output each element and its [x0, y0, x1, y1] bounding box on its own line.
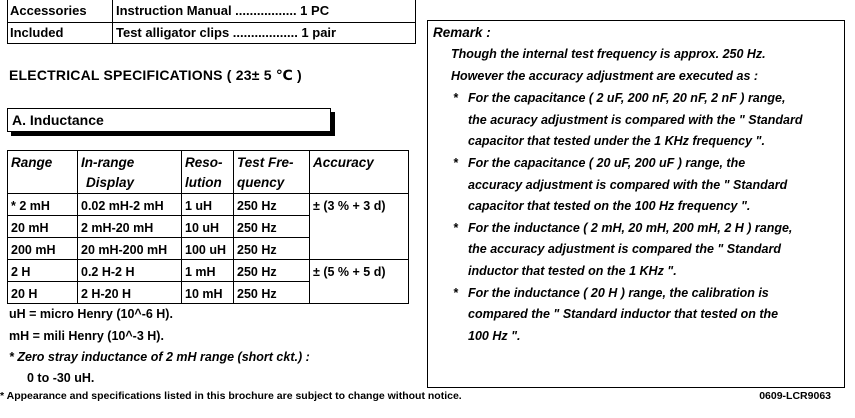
row-range: 200 mH	[11, 243, 56, 257]
row-resolution: 10 uH	[185, 221, 220, 235]
header-accuracy: Accuracy	[313, 155, 374, 170]
remark-line: For the capacitance ( 20 uF, 200 uF ) ra…	[468, 156, 746, 170]
row-display: 2 H-20 H	[81, 287, 132, 301]
remark-line: However the accuracy adjustment are exec…	[451, 69, 759, 83]
remark-line: Though the internal test frequency is ap…	[451, 47, 766, 61]
remark-line: accuracy adjustment is compared with the…	[468, 178, 788, 192]
footer-disclaimer: * Appearance and specifications listed i…	[0, 390, 462, 402]
remark-line: the acuracy adjustment is compared with …	[468, 113, 803, 127]
header-range: Range	[11, 155, 53, 170]
row-range: 2 H	[11, 265, 31, 279]
section-a-heading: A. Inductance	[7, 108, 331, 132]
remark-title: Remark :	[433, 25, 491, 40]
accessories-label: Accessories	[10, 3, 87, 18]
header-resolution-1: Reso-	[185, 155, 223, 170]
included-label: Included	[10, 25, 64, 40]
spec-title: ELECTRICAL SPECIFICATIONS ( 23± 5 ℃ )	[9, 67, 302, 83]
remark-line: the accuracy adjustment is compared the …	[468, 242, 781, 256]
header-frequency-2: quency	[237, 175, 285, 190]
row-display: 0.02 mH-2 mH	[81, 199, 164, 213]
row-resolution: 1 uH	[185, 199, 213, 213]
row-frequency: 250 Hz	[237, 243, 277, 257]
bullet-marker: *	[453, 221, 458, 235]
accessory-item-manual: Instruction Manual ................. 1 P…	[116, 3, 330, 18]
accuracy-group-1: ± (3 % + 3 d)	[313, 199, 386, 213]
section-a-title: A. Inductance	[12, 112, 104, 128]
header-resolution-2: lution	[185, 175, 222, 190]
row-range: 20 H	[11, 287, 38, 301]
remark-line: inductor that tested on the 1 KHz ".	[468, 264, 677, 278]
accessories-table: Accessories Included Instruction Manual …	[7, 0, 416, 44]
row-frequency: 250 Hz	[237, 287, 277, 301]
document-code: 0609-LCR9063	[759, 390, 831, 402]
row-display: 20 mH-200 mH	[81, 243, 168, 257]
row-frequency: 250 Hz	[237, 221, 277, 235]
remark-line: For the capacitance ( 2 uF, 200 nF, 20 n…	[468, 91, 786, 105]
accessory-item-clips: Test alligator clips .................. …	[116, 25, 337, 40]
row-range: 20 mH	[11, 221, 49, 235]
remark-line: compared the " Standard inductor that te…	[468, 307, 779, 321]
row-resolution: 100 uH	[185, 243, 226, 257]
note-zero-stray-range: 0 to -30 uH.	[27, 371, 95, 385]
bullet-marker: *	[453, 286, 458, 300]
remark-line: For the inductance ( 2 mH, 20 mH, 200 mH…	[468, 221, 793, 235]
bullet-marker: *	[453, 91, 458, 105]
remark-line: 100 Hz ".	[468, 329, 521, 343]
bullet-marker: *	[453, 156, 458, 170]
header-display-1: In-range	[81, 155, 135, 170]
remark-box: Remark : Though the internal test freque…	[427, 20, 845, 388]
remark-line: For the inductance ( 20 H ) range, the c…	[468, 286, 769, 300]
row-frequency: 250 Hz	[237, 199, 277, 213]
inductance-table: Range In-range Display Reso- lution Test…	[7, 150, 409, 304]
row-resolution: 10 mH	[185, 287, 223, 301]
remark-line: capacitor that tested under the 1 KHz fr…	[468, 134, 765, 148]
row-frequency: 250 Hz	[237, 265, 277, 279]
remark-line: capacitor that tested on the 100 Hz freq…	[468, 199, 751, 213]
row-display: 2 mH-20 mH	[81, 221, 154, 235]
note-micro-henry: uH = micro Henry (10^-6 H).	[9, 307, 173, 321]
accuracy-group-2: ± (5 % + 5 d)	[313, 265, 386, 279]
row-resolution: 1 mH	[185, 265, 216, 279]
row-display: 0.2 H-2 H	[81, 265, 135, 279]
row-range: * 2 mH	[11, 199, 50, 213]
note-mili-henry: mH = mili Henry (10^-3 H).	[9, 329, 164, 343]
note-zero-stray: * Zero stray inductance of 2 mH range (s…	[9, 350, 310, 364]
header-display-2: Display	[86, 175, 135, 190]
header-frequency-1: Test Fre-	[237, 155, 294, 170]
